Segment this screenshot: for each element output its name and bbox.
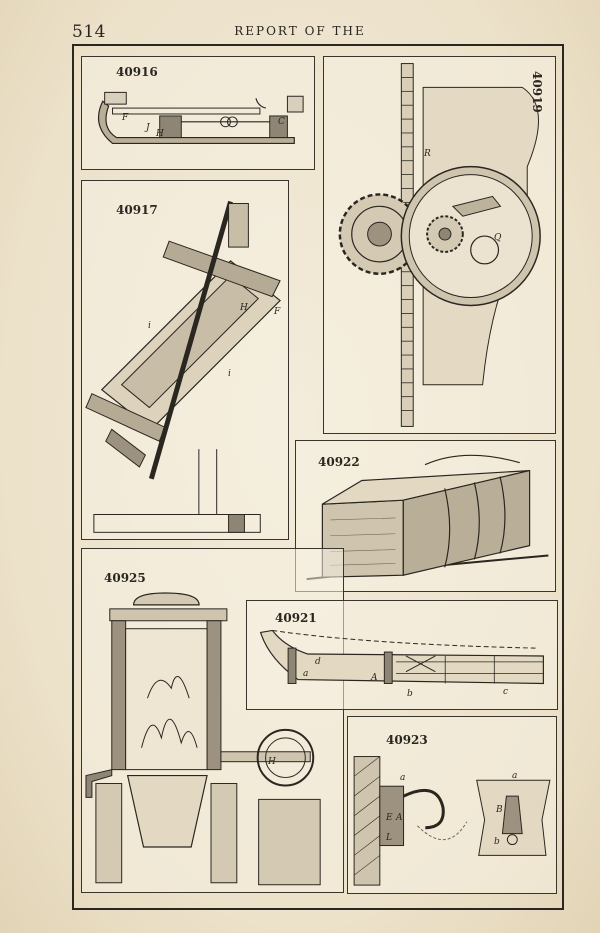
part-label: a [303, 669, 309, 679]
bale-illustration [306, 454, 549, 581]
hook-illustration [353, 756, 551, 886]
figure-40923-panel: 40923 a E A L a B b [347, 716, 557, 894]
figure-40919-panel: 40919 R Q [323, 56, 556, 434]
part-label: R [424, 149, 431, 159]
figure-number: 40916 [116, 65, 158, 79]
part-label: B [496, 805, 503, 815]
part-label: H [156, 129, 164, 139]
running-head: REPORT OF THE [234, 24, 366, 38]
part-label: i [148, 321, 151, 331]
figure-number: 40923 [386, 733, 428, 747]
part-label: L [386, 833, 392, 843]
part-label: c [503, 687, 509, 697]
figure-number: 40922 [318, 455, 360, 469]
part-label: A [396, 813, 403, 823]
part-label: C [278, 117, 285, 127]
part-label: J [146, 123, 150, 133]
part-label: d [315, 657, 321, 667]
part-label: b [407, 689, 413, 699]
figure-40916-panel: 40916 F J H C [81, 56, 315, 170]
runner-illustration [259, 629, 544, 685]
page-number: 514 [72, 22, 106, 42]
gear-rack-illustration [338, 63, 541, 427]
figure-number: 40925 [104, 571, 146, 585]
figure-number: 40919 [530, 71, 544, 113]
part-label: Q [494, 233, 502, 243]
part-label: A [371, 673, 378, 683]
figure-40921-panel: 40921 d a A b c [246, 600, 558, 710]
figure-number: 40921 [275, 611, 317, 625]
part-label: a [512, 771, 518, 781]
part-label: H [240, 303, 248, 313]
cylinder-illustration [85, 200, 281, 533]
plate-border [72, 44, 564, 910]
part-label: b [494, 837, 500, 847]
figure-40922-panel: 40922 [295, 440, 556, 592]
part-label: a [400, 773, 406, 783]
part-label: F [122, 113, 129, 123]
stove-illustration [85, 592, 321, 886]
figure-number: 40917 [116, 203, 158, 217]
part-label: E [386, 813, 393, 823]
part-label: H [268, 757, 276, 767]
figure-40917-panel: 40917 H F i i [81, 180, 289, 540]
part-label: F [274, 307, 281, 317]
skate-illustration [97, 91, 304, 145]
part-label: i [228, 369, 231, 379]
